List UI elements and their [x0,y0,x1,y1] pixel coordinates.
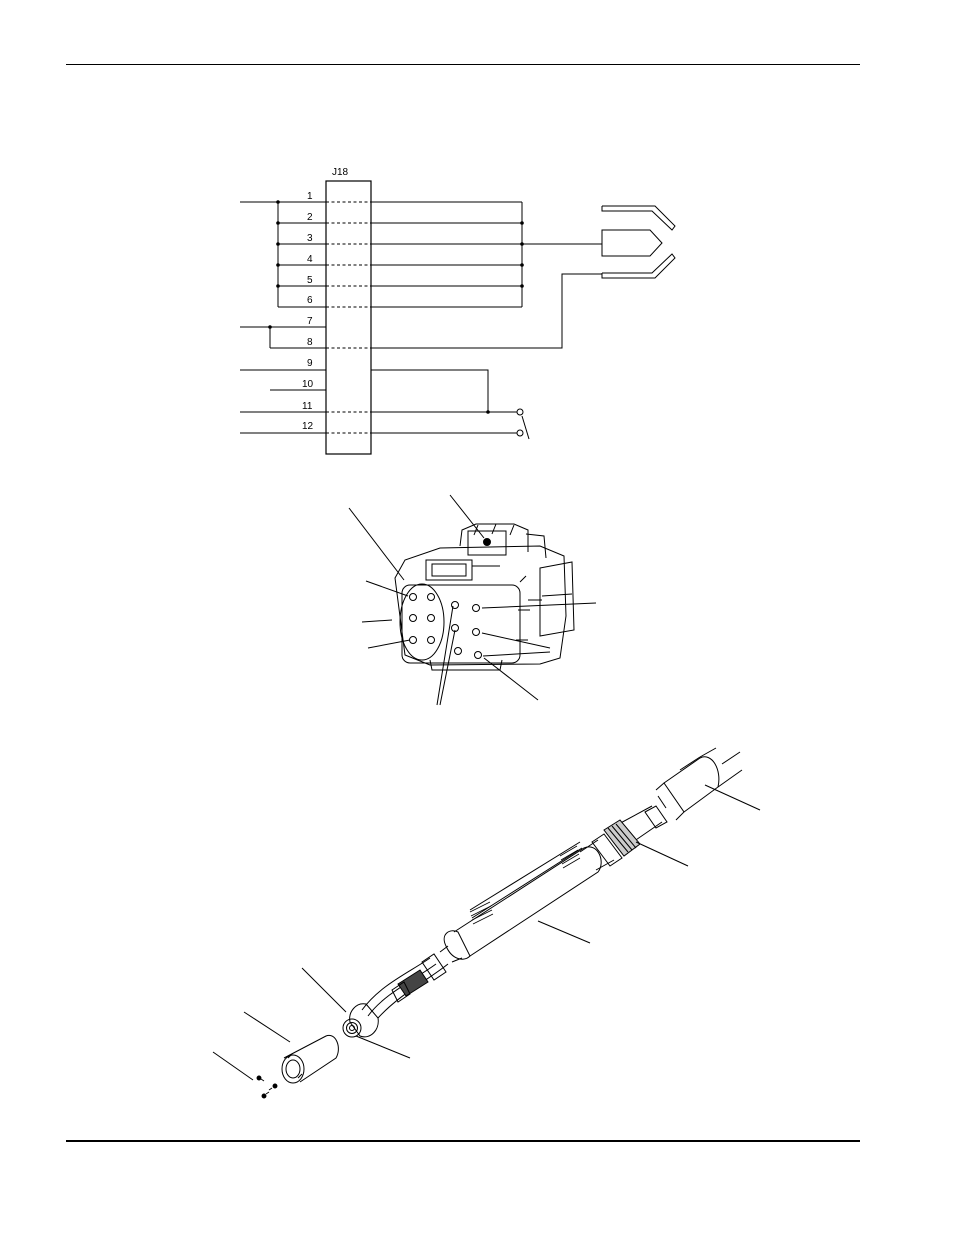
pin-label-12: 12 [302,421,314,432]
torch-shield-cup [281,1034,339,1084]
torch-leader-lines [212,784,761,1081]
torch-screws [256,1075,278,1099]
pin-label-2: 2 [307,212,313,223]
pin-label-5: 5 [307,275,313,286]
pin-label-3: 3 [307,233,313,244]
pin-label-7: 7 [307,316,313,327]
pin-numbers: 1 2 3 4 5 6 7 8 9 10 11 12 [302,191,314,432]
switch-symbol [516,408,530,440]
connector-leader-lines [348,494,597,706]
pin-label-4: 4 [307,254,313,265]
pin-label-9: 9 [307,358,313,369]
footer-rule [66,1140,860,1142]
junction-dots [268,200,524,414]
through-pin-dashes [326,201,371,434]
connector-illustration [348,494,597,706]
pin-label-8: 8 [307,337,313,348]
pin-label-6: 6 [307,295,313,306]
wiring-schematic: J18 1 2 3 4 5 6 7 8 9 10 11 12 [240,167,676,455]
pin-label-11: 11 [302,401,313,412]
torch-assembly [212,747,761,1099]
right-side-wires [371,201,602,434]
header-rule [66,64,860,65]
connector-pin-holes [409,593,482,659]
pin-label-1: 1 [307,191,313,202]
connector-label: J18 [332,167,349,178]
left-side-wires [240,201,326,434]
connector-j18-body [325,180,372,455]
torch-electrode-symbol [601,205,676,279]
pin-label-10: 10 [302,379,314,390]
torch-grip-texture [469,845,581,925]
